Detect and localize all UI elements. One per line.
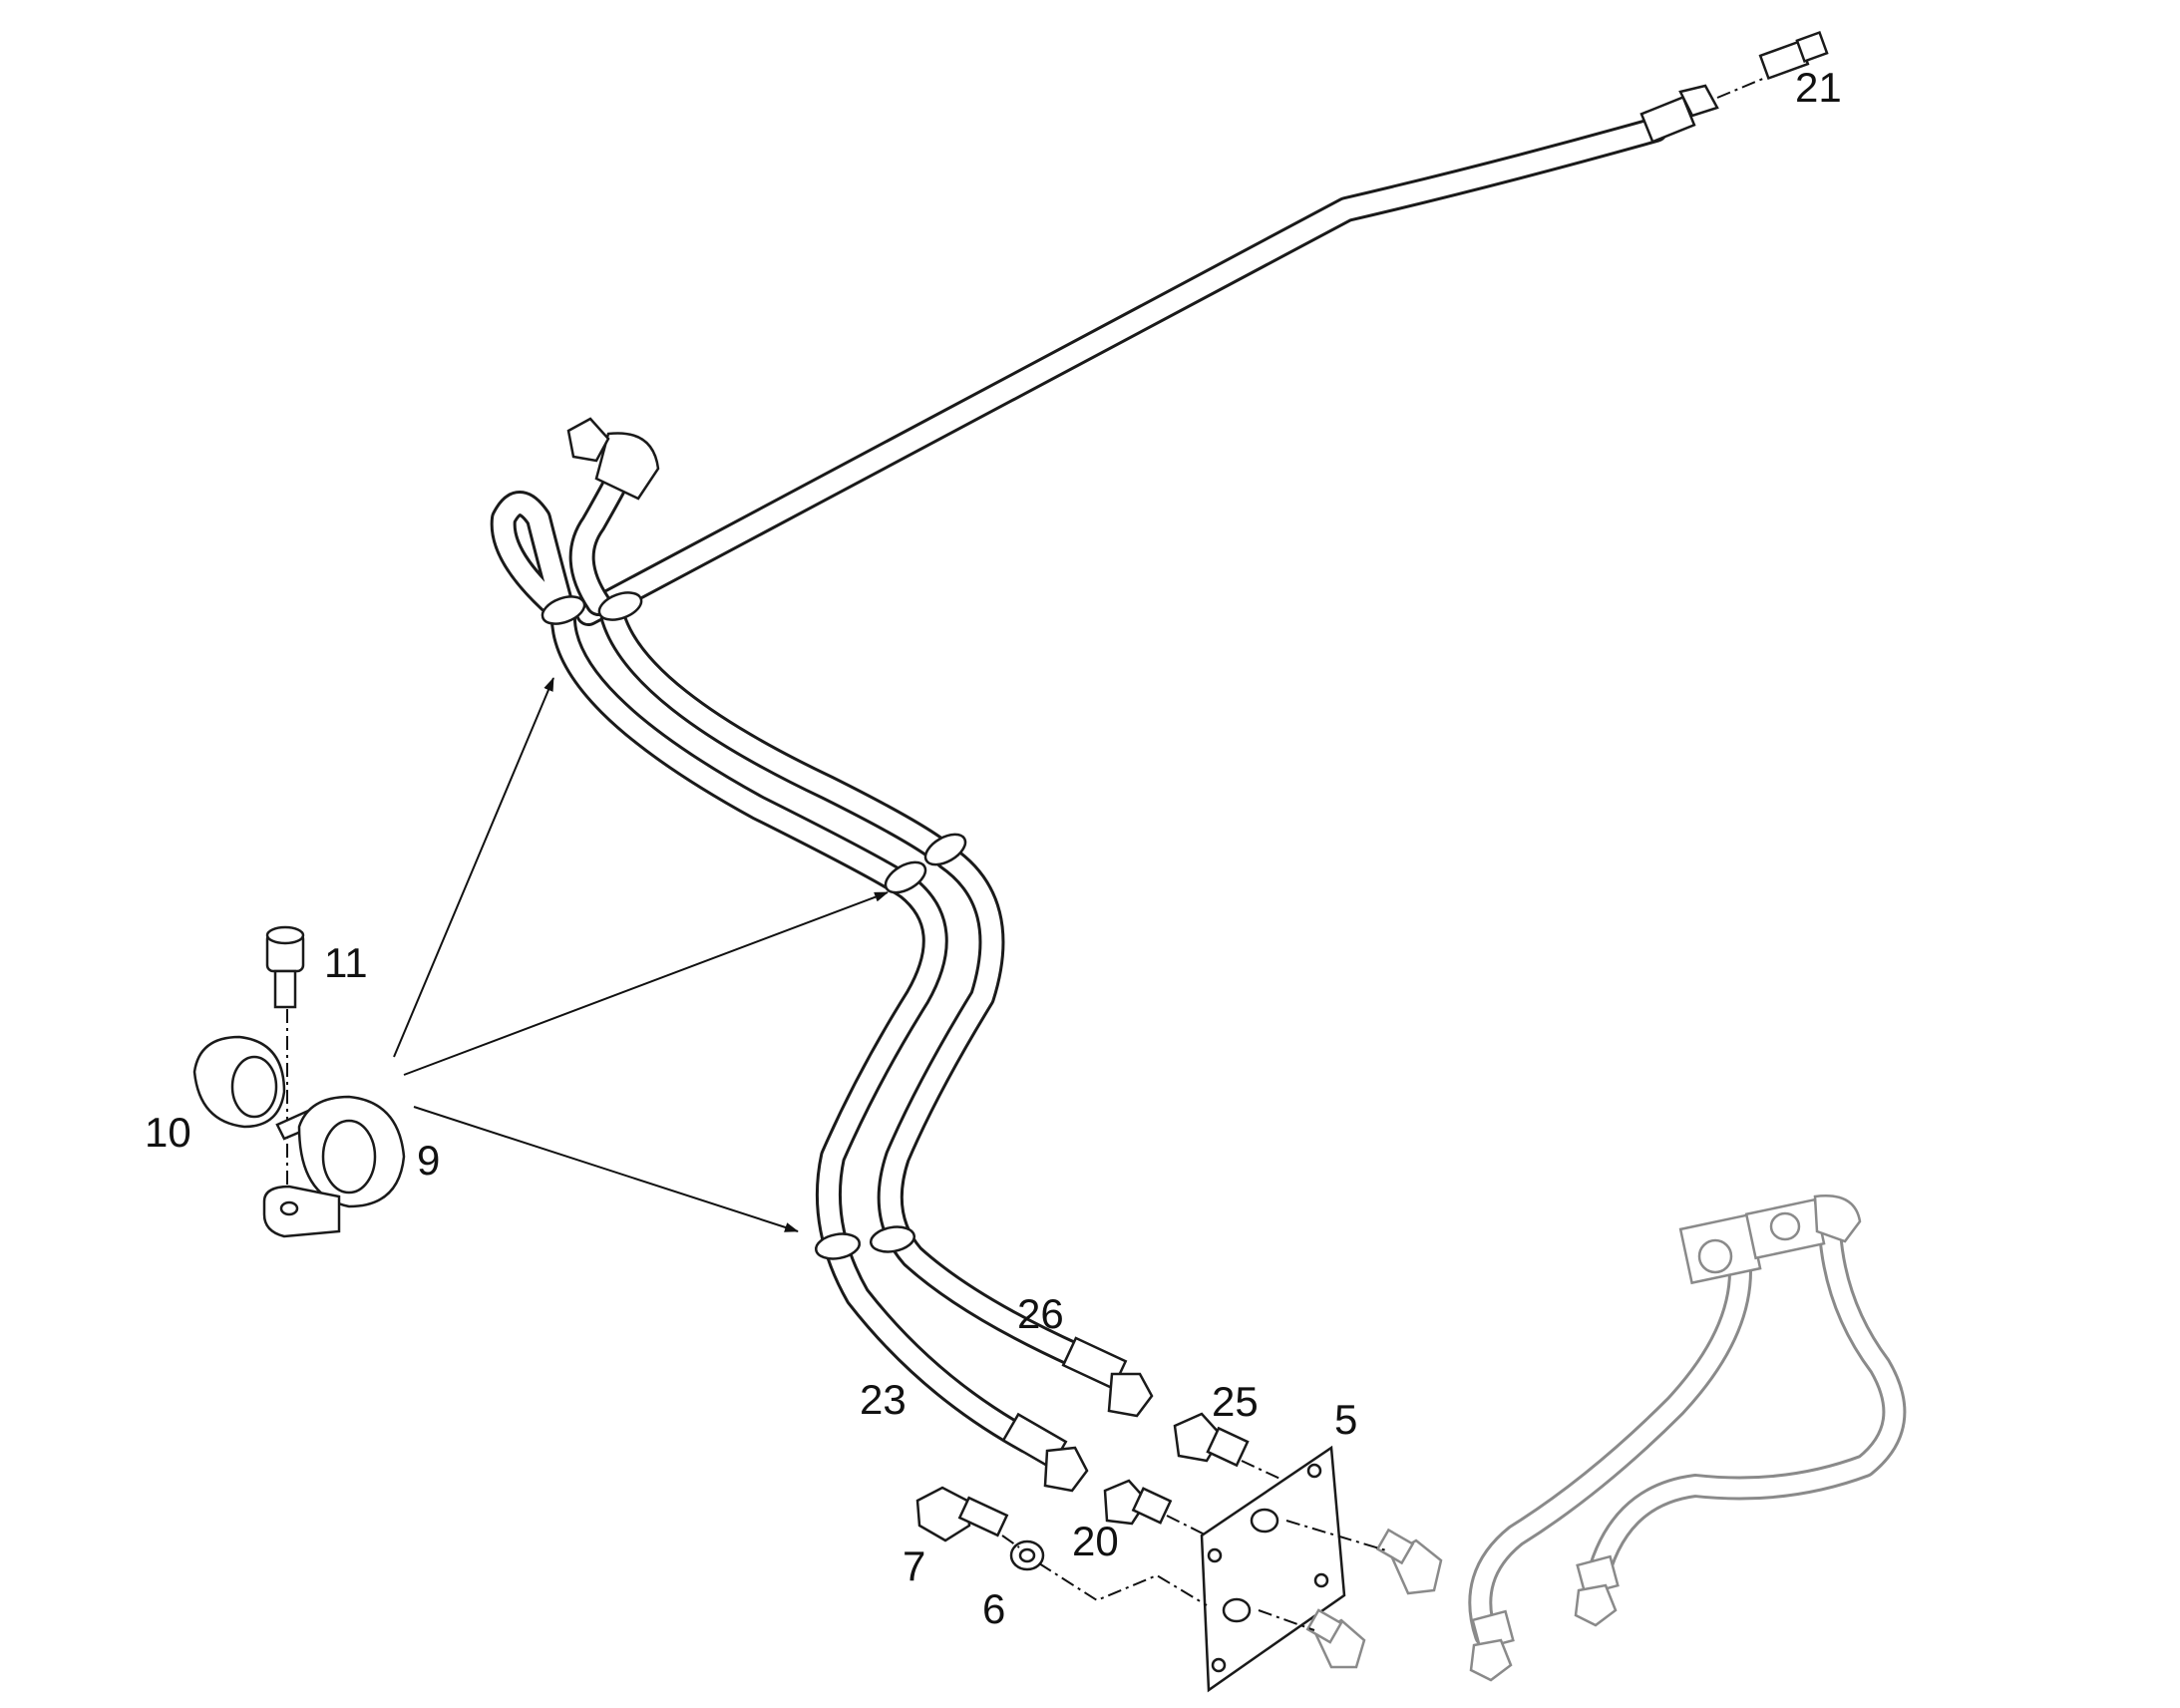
plate-lower-centerline xyxy=(1258,1609,1315,1631)
clamp-bands xyxy=(541,591,967,1260)
hose-loop xyxy=(490,491,576,626)
part-21-centerline xyxy=(1716,77,1766,99)
callout-6: 6 xyxy=(982,1585,1005,1632)
mounting-plate-5 xyxy=(1200,1445,1346,1693)
callout-11: 11 xyxy=(324,939,368,986)
callout-25: 25 xyxy=(1212,1378,1259,1425)
hose-23-end-fitting xyxy=(1001,1412,1089,1493)
adapter-20 xyxy=(1103,1479,1173,1526)
clamp-9 xyxy=(262,1095,406,1238)
bolt-7-centerline xyxy=(1001,1535,1208,1606)
long-hose xyxy=(575,117,1668,626)
callout-9: 9 xyxy=(417,1137,440,1184)
ghost-hose-left xyxy=(1468,1259,1752,1647)
callout-10: 10 xyxy=(145,1109,191,1156)
leader-arrow-lower xyxy=(413,1106,799,1232)
ghost-end-fittings xyxy=(1469,1554,1620,1682)
ghost-elbow-lower xyxy=(1305,1608,1366,1669)
hose-26-end-fitting xyxy=(1061,1336,1154,1418)
adapter-25 xyxy=(1173,1412,1250,1468)
callout-21: 21 xyxy=(1795,64,1842,111)
long-hose-fitting xyxy=(1639,84,1719,144)
washer-6 xyxy=(1009,1539,1045,1571)
ghost-manifold xyxy=(1678,1195,1862,1285)
hose-26 xyxy=(600,605,1090,1369)
callout-20: 20 xyxy=(1072,1518,1119,1564)
upper-elbow-fitting xyxy=(566,417,660,501)
adapter-25-centerline xyxy=(1241,1460,1317,1497)
bolt-7 xyxy=(915,1486,1009,1542)
plate-upper-centerline xyxy=(1285,1520,1387,1551)
ghost-hose-right xyxy=(1584,1219,1907,1597)
callout-26: 26 xyxy=(1017,1290,1064,1337)
callout-7: 7 xyxy=(903,1542,925,1589)
hose-23 xyxy=(549,600,1040,1454)
callout-5: 5 xyxy=(1334,1396,1357,1443)
ghost-elbow-upper xyxy=(1375,1528,1443,1595)
part-21-connector xyxy=(1758,30,1829,81)
callout-23: 23 xyxy=(860,1376,907,1423)
screw-11 xyxy=(265,925,305,1009)
leader-arrow-upper xyxy=(393,677,554,1058)
leader-arrow-middle xyxy=(403,891,889,1076)
